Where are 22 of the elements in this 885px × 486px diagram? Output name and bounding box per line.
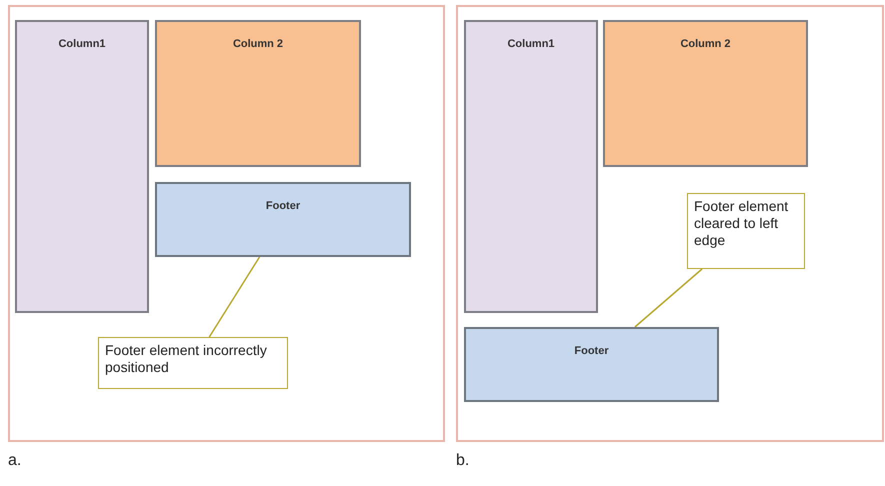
panel-label: a. — [8, 452, 22, 470]
callout-text: Footer element cleared to left edge — [693, 197, 790, 250]
callout-box — [687, 193, 805, 269]
leader-line — [208, 256, 260, 338]
page-frame — [8, 5, 445, 442]
footer-box — [155, 182, 411, 257]
panel-label: b. — [456, 452, 470, 470]
leader-line — [634, 268, 703, 328]
callout-text: Footer element incorrectly positioned — [104, 341, 268, 377]
callout-box — [98, 337, 288, 389]
column-box — [464, 20, 598, 313]
footer-box — [464, 327, 719, 402]
box-heading: Footer — [573, 345, 610, 357]
column-box — [155, 20, 361, 167]
box-heading: Column 2 — [679, 38, 732, 50]
box-heading: Column 2 — [232, 38, 284, 50]
box-heading: Column1 — [506, 38, 556, 50]
box-heading: Column1 — [57, 38, 107, 50]
box-heading: Footer — [264, 200, 302, 212]
column-box — [603, 20, 808, 167]
column-box — [15, 20, 149, 313]
page-frame — [456, 5, 884, 442]
